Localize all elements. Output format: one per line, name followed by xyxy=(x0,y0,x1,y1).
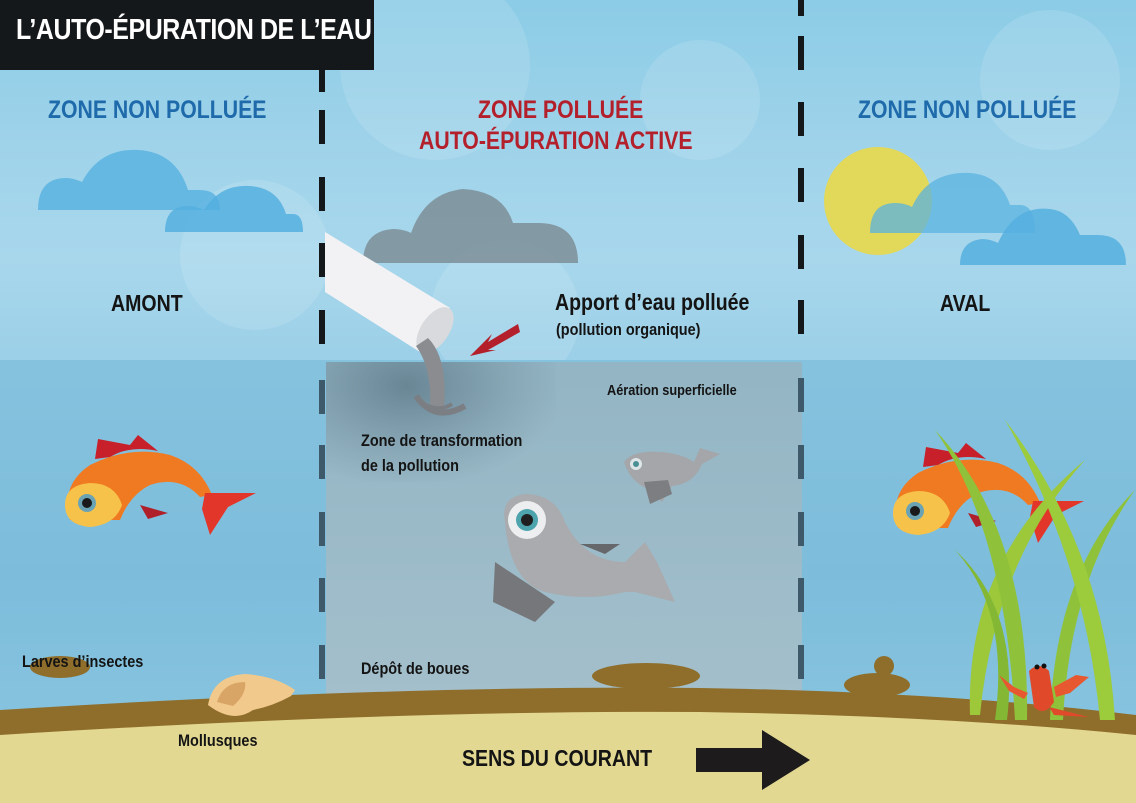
orange-fish-icon xyxy=(893,443,1084,543)
zone-divider-left xyxy=(319,70,325,700)
zone-middle-heading-line2: AUTO-ÉPURATION ACTIVE xyxy=(419,127,693,155)
page-title: L’AUTO-ÉPURATION DE L’EAU xyxy=(16,14,372,46)
downstream-label: AVAL xyxy=(940,290,991,316)
molluscs-label: Mollusques xyxy=(178,731,258,750)
grey-fish-icon xyxy=(493,494,675,622)
zone-right-heading: ZONE NON POLLUÉE xyxy=(858,96,1077,124)
riverbed xyxy=(0,656,1136,803)
title-banner: L’AUTO-ÉPURATION DE L’EAU xyxy=(0,0,374,70)
transformation-label-line2: de la pollution xyxy=(361,456,459,475)
grey-fish-icon xyxy=(624,448,720,504)
aeration-label: Aération superficielle xyxy=(607,382,737,399)
orange-fish-icon xyxy=(65,435,256,535)
pointer-arrow-icon xyxy=(470,324,520,356)
zone-divider-right xyxy=(798,0,804,700)
current-direction-label: SENS DU COURANT xyxy=(462,745,653,771)
zone-middle-heading-line1: ZONE POLLUÉE xyxy=(478,96,644,124)
right-arrow-icon xyxy=(696,730,810,790)
cloud-icon xyxy=(870,172,1126,265)
sludge-deposit-label: Dépôt de boues xyxy=(361,659,470,678)
cloud-icon xyxy=(38,149,303,232)
bokeh-light xyxy=(640,40,760,160)
transformation-label-line1: Zone de transformation xyxy=(361,431,523,450)
upstream-label: AMONT xyxy=(111,290,183,316)
discharge-pipe-icon xyxy=(325,232,467,416)
grey-cloud-icon xyxy=(363,189,578,263)
shell-icon xyxy=(208,674,295,716)
crayfish-icon xyxy=(999,663,1089,717)
zone-left-heading: ZONE NON POLLUÉE xyxy=(48,96,267,124)
insect-larvae-label: Larves d’insectes xyxy=(22,652,144,671)
bokeh-light xyxy=(980,10,1120,150)
polluted-input-label: Apport d’eau polluée xyxy=(555,289,750,315)
polluted-input-sublabel: (pollution organique) xyxy=(556,320,701,339)
